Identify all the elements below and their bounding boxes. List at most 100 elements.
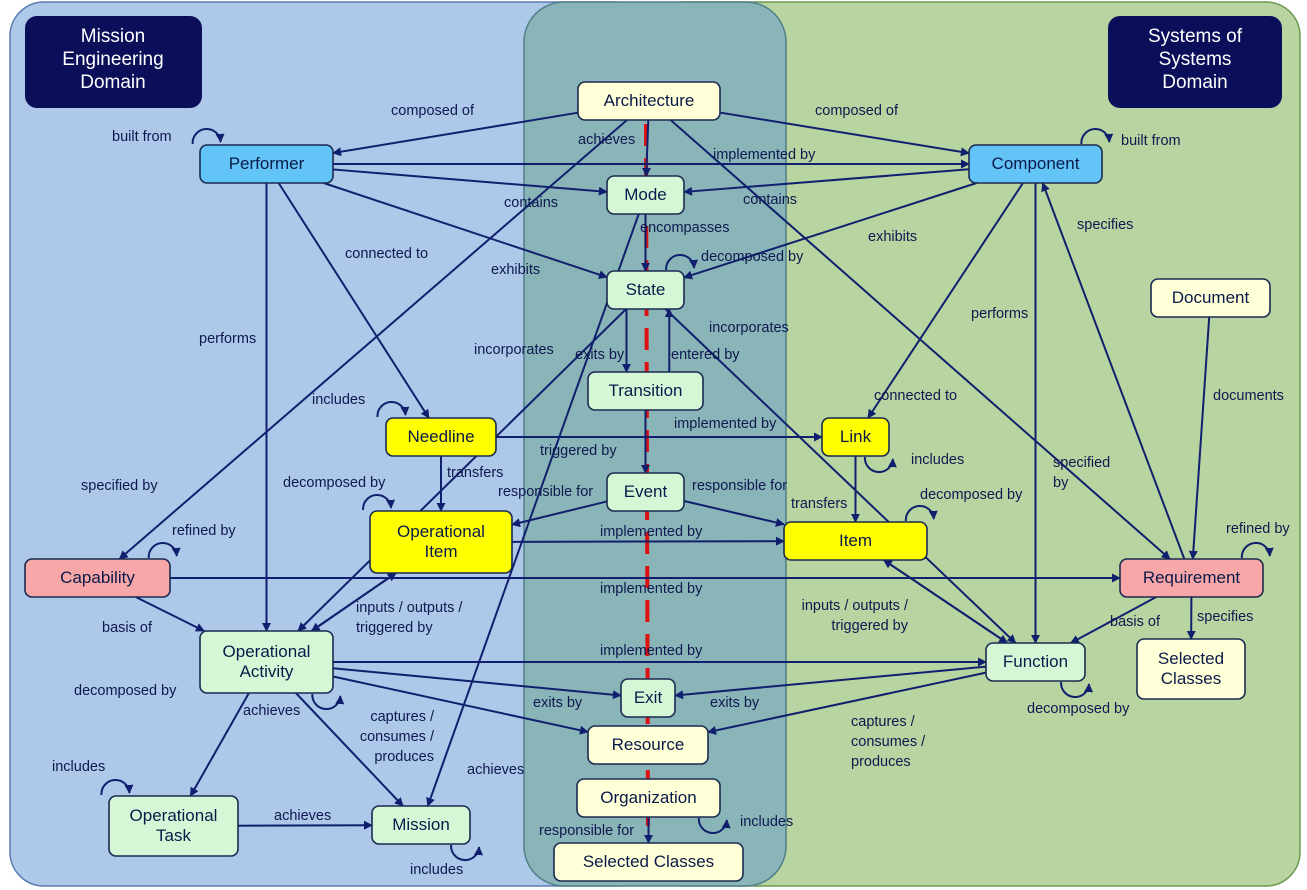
loop-operational_item — [362, 493, 395, 511]
node-label: Requirement — [1143, 568, 1241, 587]
node-label: Component — [992, 154, 1080, 173]
node-label: Resource — [612, 735, 685, 754]
edge-label-task-achieves: achieves — [274, 808, 331, 824]
node-needline: Needline — [385, 417, 497, 457]
edge-label-oa-exits-by: exits by — [533, 695, 583, 711]
edge-label-cap-basis-of: basis of — [102, 620, 153, 636]
edge-label-link-includes: includes — [911, 452, 964, 468]
edge-requirement-to-function — [1069, 596, 1157, 644]
node-box — [968, 144, 1103, 184]
edge-label-cap-implemented-by: implemented by — [600, 581, 703, 597]
node-box — [1150, 278, 1271, 318]
edge-label-comp-exhibits: exhibits — [868, 229, 917, 245]
edge-label-state-incorporates-left: incorporates — [474, 342, 554, 358]
node-box — [587, 725, 709, 765]
loop-requirement — [1240, 541, 1274, 559]
node-label: Capability — [60, 568, 135, 587]
edge-label-opitem-decomposed-by: decomposed by — [283, 475, 386, 491]
node-label: Performer — [229, 154, 305, 173]
node-box — [587, 371, 704, 411]
edge-component-to-state — [683, 182, 977, 280]
edge-architecture-to-component — [719, 111, 970, 157]
edge-label-oa-implemented-by: implemented by — [600, 643, 703, 659]
mission-domain-header — [25, 16, 202, 108]
edge-operational_activity-to-mission — [295, 692, 404, 807]
node-performer: Performer — [199, 144, 334, 184]
node-label: Function — [1003, 652, 1068, 671]
edge-label-comp-contains: contains — [743, 192, 797, 208]
node-requirement: Requirement — [1119, 558, 1264, 598]
node-label: Organization — [600, 788, 696, 807]
node-component: Component — [968, 144, 1103, 184]
node-label: Item — [839, 531, 872, 550]
edge-label-needline-includes: includes — [312, 392, 365, 408]
edge-label-org-responsible-for: responsible for — [539, 823, 634, 839]
node-exit: Exit — [620, 678, 676, 718]
edge-label-req-basis-of: basis of — [1110, 614, 1161, 630]
node-label: Link — [840, 427, 872, 446]
node-box — [577, 81, 721, 121]
edge-capability-to-operational_activity — [135, 596, 205, 632]
node-label: State — [626, 280, 666, 299]
edge-label-state-exits-by: exits by — [575, 347, 625, 363]
node-item: Item — [783, 521, 928, 561]
edge-operational_task-to-mission — [237, 820, 373, 830]
edge-label-perf-implemented-by: implemented by — [713, 147, 816, 163]
node-label: Needline — [407, 427, 474, 446]
node-box — [620, 678, 676, 718]
loop-mission — [450, 844, 483, 862]
edge-label-arch-achieves: achieves — [578, 132, 635, 148]
node-label: Mode — [624, 185, 667, 204]
node-box — [553, 842, 744, 882]
edge-requirement-to-component — [1041, 182, 1186, 560]
edge-label-mode-encompasses: encompasses — [640, 220, 729, 236]
edge-label-inputs-left: inputs / outputs /triggered by — [356, 600, 463, 636]
node-box — [1136, 638, 1246, 700]
edge-label-mission-includes: includes — [410, 862, 463, 878]
node-box — [369, 510, 513, 574]
edge-performer-to-needline — [277, 182, 430, 419]
edge-operational_item-to-item — [511, 536, 785, 546]
edge-label-comp-specifies: specifies — [1077, 217, 1133, 233]
node-mission: Mission — [371, 805, 471, 845]
edge-label-inputs-right: inputs / outputs /triggered by — [802, 598, 909, 634]
node-transition: Transition — [587, 371, 704, 411]
node-label: Transition — [608, 381, 682, 400]
edge-performer-to-mode — [332, 168, 608, 196]
node-organization: Organization — [576, 778, 721, 818]
edge-label-comp-built-from: built from — [1121, 133, 1181, 149]
edge-label-state-decomposed-by: decomposed by — [701, 249, 804, 265]
loop-needline — [376, 400, 410, 418]
edge-document-to-requirement — [1188, 316, 1211, 560]
edge-label-state-entered-by: entered by — [671, 347, 740, 363]
loop-link — [863, 456, 897, 474]
loop-function — [1060, 681, 1093, 699]
node-box — [783, 521, 928, 561]
loop-operational_task — [100, 778, 134, 796]
edge-component-to-mode — [683, 168, 970, 196]
edge-label-perf-connected-to: connected to — [345, 246, 428, 262]
node-mode: Mode — [606, 175, 685, 215]
edge-label-event-responsible-for-right: responsible for — [692, 478, 787, 494]
loop-operational_activity — [311, 693, 345, 711]
edge-label-func-exits-by: exits by — [710, 695, 760, 711]
edge-label-org-includes: includes — [740, 814, 793, 830]
edge-event-to-operational_item — [511, 500, 608, 528]
edge-label-state-incorporates-right: incorporates — [709, 320, 789, 336]
edge-function-to-exit — [674, 665, 987, 700]
node-box — [371, 805, 471, 845]
loop-component — [1080, 127, 1114, 145]
loop-organization — [697, 817, 731, 835]
edge-label-req-refined-by: refined by — [1226, 521, 1290, 537]
